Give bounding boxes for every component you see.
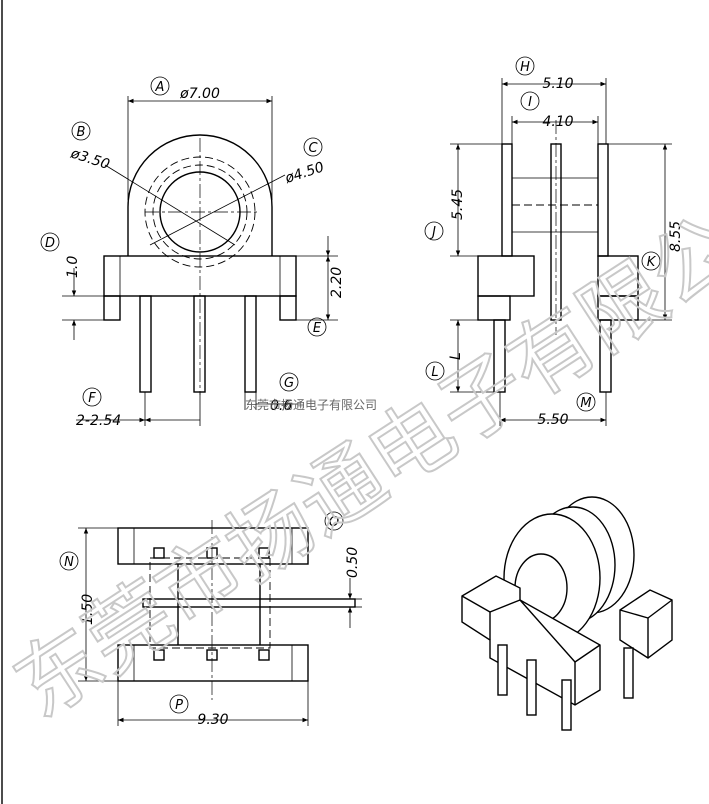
iso-pin-1 [497,644,508,696]
front-view: ø7.00 A B ø3.50 C ø4.50 D 1.0 2.20 E F [40,76,345,429]
top-view: N 1.50 O 0.50 P 9.30 [59,511,362,728]
iso-base-front-edge4 [519,599,576,663]
iso-base-front-edge1 [461,595,491,613]
dim-g-value: 0.6 [270,398,292,414]
marker-a: A [155,80,165,95]
marker-m-circle [576,392,596,412]
marker-h: H [520,60,530,75]
foot-right [279,295,297,321]
marker-e-circle [307,317,327,337]
marker-f-circle [82,387,102,407]
marker-j: J [429,225,436,240]
dim-a-value: ø7.00 [179,86,220,102]
iso-base-front-edge6 [574,644,601,663]
dim-h-value: 5.10 [542,76,573,92]
flange-left [501,143,513,257]
dim-b-value: ø3.50 [68,145,112,173]
side-foot-right [597,295,639,321]
marker-k: K [647,255,657,270]
marker-m: M [580,396,591,411]
dim-m-value: 5.50 [537,412,568,428]
dim-k-value: 8.55 [668,221,684,252]
dim-j-value: 5.45 [450,189,466,220]
leader-c [149,174,286,246]
marker-o: O [329,515,339,530]
iso-base-back-top2 [647,599,673,619]
side-foot-left [477,295,511,321]
dim-p-value: 9.30 [197,712,228,728]
top-pin-square-2 [206,547,218,559]
iso-pin-2 [526,659,537,716]
dim-c-value: ø4.50 [282,159,326,187]
side-pin-left [493,319,506,393]
watermark-large: 东莞市扬通电子有限公司 [0,151,709,736]
marker-a-circle [150,76,170,96]
top-pin-square-3 [258,547,270,559]
marker-g: G [284,376,294,391]
marker-f: F [88,391,96,406]
marker-n-circle [59,551,79,571]
dim-l-value: L [448,352,464,360]
marker-n: N [64,555,74,570]
marker-i: I [528,95,532,110]
iso-base-front [461,575,601,706]
side-base-left [477,255,535,297]
iso-pin-4 [623,647,634,699]
marker-b-circle [71,121,91,141]
iso-base-back-top [619,609,649,619]
top-pin-square-5 [206,649,218,661]
marker-o-circle [324,511,344,531]
marker-d: D [45,236,55,251]
marker-l: L [431,365,438,380]
marker-k-circle [641,251,661,271]
marker-c-circle [303,137,323,157]
pin-left [139,295,152,393]
top-flange-upper [117,527,309,565]
iso-base-back-block [619,589,673,659]
side-pin-right [599,319,612,393]
top-pin-square-6 [258,649,270,661]
dim-o-value: 0.50 [345,547,361,578]
dim-i-value: 4.10 [542,114,573,130]
watermark-small: 东莞市扬通电子有限公司 [245,397,377,412]
dim-e-value: 2.20 [329,267,345,298]
isometric-view [461,496,673,731]
marker-b: B [77,125,86,140]
top-pin-square-1 [153,547,165,559]
marker-d-circle [40,232,60,252]
top-middle-flange [142,598,356,608]
marker-l-circle [425,361,445,381]
dim-d-value: 1.0 [65,256,81,278]
pin-right [244,295,257,393]
marker-e: E [313,321,322,336]
foot-left [103,295,121,321]
marker-h-circle [515,56,535,76]
marker-i-circle [520,91,540,111]
dim-n-value: 1.50 [80,594,96,625]
marker-j-circle [424,221,444,241]
iso-base-front-edge3 [489,599,521,613]
side-view: H 5.10 I 4.10 5.45 J 8.55 K L L [424,56,684,428]
flange-outline [127,134,273,256]
leader-b [104,164,236,246]
marker-p-circle [169,694,189,714]
marker-g-circle [279,372,299,392]
pin-center [193,295,206,393]
top-pin-square-4 [153,649,165,661]
marker-p: P [175,698,183,713]
iso-pin-3 [561,679,572,731]
dim-f-value: 2-2.54 [76,413,121,429]
flange-right [597,143,609,257]
top-flange-lower [117,644,309,682]
marker-c: C [308,141,318,156]
